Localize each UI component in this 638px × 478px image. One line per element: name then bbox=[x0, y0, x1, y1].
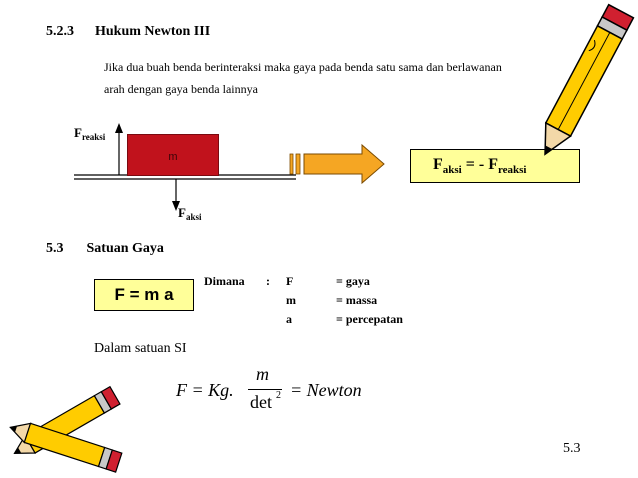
reaction-arrowhead bbox=[115, 123, 123, 133]
dimana-rows: F = gaya m = massa a = percepatan bbox=[286, 274, 486, 331]
crossed-pencils-clipart-icon bbox=[9, 385, 123, 473]
equation-exponent: 2 bbox=[276, 390, 281, 401]
equation-numerator: m bbox=[256, 364, 269, 384]
f-reaksi-label: Freaksi bbox=[74, 125, 105, 142]
formula-aksi-subscript: aksi bbox=[442, 164, 462, 176]
legend-symbol: a bbox=[286, 312, 292, 326]
action-reaction-formula-box: Faksi = - Freaksi bbox=[410, 149, 580, 183]
formula-operator: = - F bbox=[461, 156, 498, 173]
section-number: 5.2.3 bbox=[46, 24, 74, 39]
equation-rhs: = Newton bbox=[290, 380, 362, 400]
section-title: Satuan Gaya bbox=[86, 241, 164, 256]
si-unit-text: Dalam satuan SI bbox=[94, 341, 187, 356]
legend-description: = massa bbox=[336, 293, 378, 307]
legend-description: = gaya bbox=[336, 274, 370, 288]
legend-symbol: m bbox=[286, 293, 296, 307]
section-title: Hukum Newton III bbox=[95, 24, 211, 39]
mass-block: m bbox=[127, 134, 219, 176]
section-number: 5.3 bbox=[46, 241, 64, 256]
si-equation: F = Kg. m det 2 = Newton bbox=[176, 364, 396, 418]
dimana-label: Dimana bbox=[204, 274, 245, 288]
legend-row: m = massa bbox=[286, 293, 486, 312]
pencil-clipart-top-icon bbox=[544, 3, 635, 156]
paragraph-line-2: arah dengan gaya benda lainnya bbox=[104, 82, 258, 96]
f-aksi-label: Faksi bbox=[178, 205, 201, 222]
page-number: 5.3 bbox=[563, 441, 581, 456]
fma-formula-box: F = m a bbox=[94, 279, 194, 311]
legend-symbol: F bbox=[286, 274, 294, 288]
legend-description: = percepatan bbox=[336, 312, 403, 326]
equation-denominator: det bbox=[250, 392, 272, 412]
section-heading-53: 5.3 Satuan Gaya bbox=[46, 241, 164, 257]
legend-row: a = percepatan bbox=[286, 312, 486, 331]
mass-label: m bbox=[168, 151, 178, 163]
formula-f-aksi: F bbox=[433, 156, 443, 173]
section-heading-523: 5.2.3 Hukum Newton III bbox=[46, 24, 210, 40]
paragraph: Jika dua buah benda berinteraksi maka ga… bbox=[104, 56, 502, 100]
f-reaksi-symbol: F bbox=[74, 125, 82, 140]
fma-formula: F = m a bbox=[114, 285, 174, 304]
implication-arrow-icon bbox=[289, 143, 385, 185]
f-reaksi-subscript: reaksi bbox=[81, 132, 106, 142]
equation-lhs: F = Kg. bbox=[176, 380, 234, 400]
action-reaction-formula: Faksi = - Freaksi bbox=[433, 156, 527, 176]
dimana-colon: : bbox=[266, 274, 270, 288]
f-aksi-symbol: F bbox=[178, 205, 186, 220]
f-aksi-subscript: aksi bbox=[185, 212, 202, 222]
action-arrowhead bbox=[172, 201, 180, 211]
formula-reaksi-subscript: reaksi bbox=[497, 164, 527, 176]
paragraph-line-1: Jika dua buah benda berinteraksi maka ga… bbox=[104, 60, 502, 74]
fraction-bar bbox=[248, 389, 282, 390]
legend-row: F = gaya bbox=[286, 274, 486, 293]
